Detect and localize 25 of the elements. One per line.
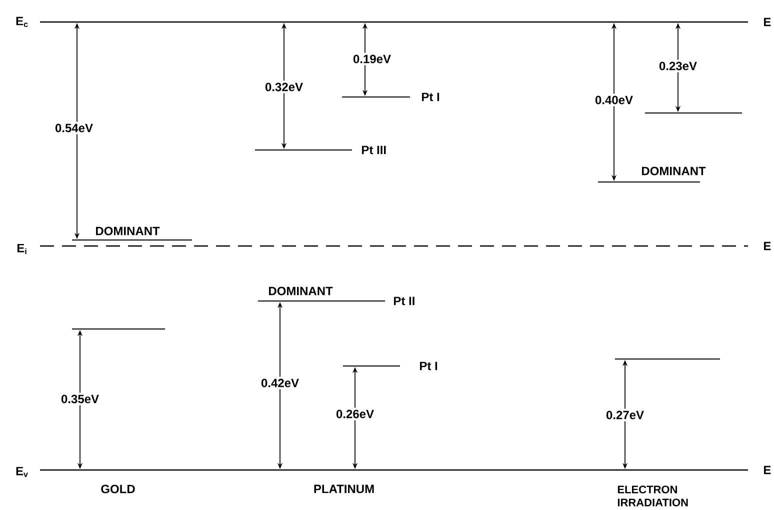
level-label: Pt III (362, 146, 386, 154)
energy-value: 0.42eV (259, 376, 302, 390)
energy-value: 0.26eV (334, 408, 376, 420)
energy-value: 0.32eV (263, 80, 306, 94)
level-label: DOMINANT (642, 166, 706, 176)
band-label: E$_{c}$ (16, 16, 28, 28)
material-label: GOLD (101, 484, 135, 494)
energy-value: 0.35eV (59, 392, 102, 406)
level-label: Pt II (394, 296, 414, 306)
band-label: E (764, 242, 771, 250)
energy-value: 0.23eV (656, 60, 700, 72)
band-label: E$_{v}$ (16, 466, 28, 478)
energy-value: 0.19eV (350, 52, 394, 66)
level-label: Pt I (420, 362, 438, 370)
level-label: DOMINANT (96, 226, 160, 236)
level-label: DOMINANT (269, 286, 333, 296)
material-label: ELECTRON IRRADIATION (618, 486, 688, 506)
band-label: E (764, 466, 771, 474)
band-label: E (764, 18, 771, 26)
energy-value: 0.40eV (593, 94, 636, 106)
band-label: E$_{i}$ (17, 244, 26, 254)
material-label: PLATINUM (314, 484, 374, 494)
energy-value: 0.54eV (53, 122, 96, 134)
level-label: Pt I (422, 92, 440, 102)
energy-value: 0.27eV (604, 408, 646, 422)
